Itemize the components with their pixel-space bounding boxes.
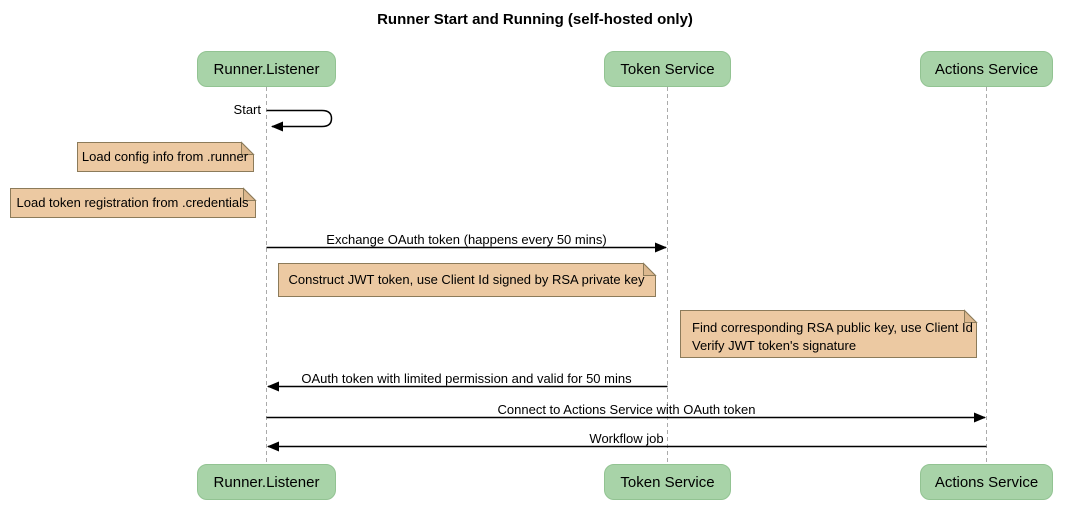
note-find-rsa-key-line1: Find corresponding RSA public key, use C… (692, 320, 973, 335)
self-message-arrow-start (266, 109, 333, 132)
note-construct-jwt: Construct JWT token, use Client Id signe… (288, 272, 645, 287)
participant-actions-service-top: Actions Service (920, 51, 1053, 87)
message-label-workflow-job: Workflow job (589, 431, 664, 446)
participant-token-service-top: Token Service (604, 51, 731, 87)
message-label-oauth-token-return: OAuth token with limited permission and … (301, 371, 632, 386)
diagram-title: Runner Start and Running (self-hosted on… (377, 11, 693, 28)
message-label-connect-actions: Connect to Actions Service with OAuth to… (497, 402, 756, 417)
note-shape-construct-jwt (278, 262, 657, 297)
note-shape-load-token-registration (10, 187, 257, 218)
participant-runner-listener-bottom: Runner.Listener (197, 464, 336, 500)
participant-actions-service-bottom: Actions Service (920, 464, 1053, 500)
participant-runner-listener-top: Runner.Listener (197, 51, 336, 87)
participant-token-service-bottom: Token Service (604, 464, 731, 500)
note-load-token-registration: Load token registration from .credential… (16, 195, 249, 210)
note-shape-load-config (77, 141, 255, 172)
message-label-exchange-oauth: Exchange OAuth token (happens every 50 m… (326, 232, 607, 247)
note-find-rsa-key: Find corresponding RSA public key, use C… (692, 319, 973, 355)
message-label-start: Start (233, 102, 261, 117)
note-load-config: Load config info from .runner (81, 149, 249, 164)
note-find-rsa-key-line2: Verify JWT token's signature (692, 338, 857, 353)
note-shape-find-rsa-key (680, 309, 978, 358)
